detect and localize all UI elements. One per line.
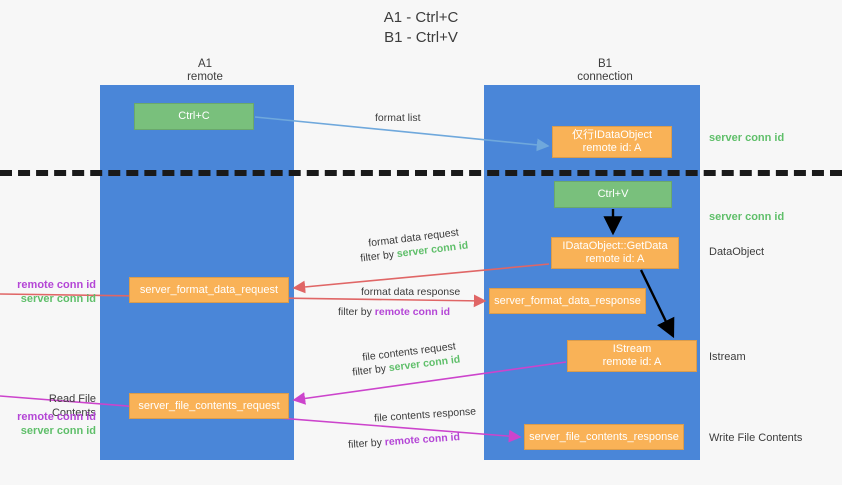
side-label-conn-ids-lower: remote conn id server conn id [8, 410, 96, 438]
node-idataobject-line1: 仅行IDataObject [571, 129, 653, 141]
edge-label-format-data-response-filter: filter by remote conn id [338, 305, 450, 319]
side-label-server-conn-id-2: server conn id [20, 425, 96, 437]
filter-prefix: filter by [351, 362, 390, 379]
filter-prefix: filter by [347, 436, 386, 451]
node-istream[interactable]: IStream remote id: A [567, 340, 697, 372]
side-label-istream: Istream [709, 351, 746, 363]
side-label-server-conn-id-1: server conn id [20, 293, 96, 305]
node-server-format-data-request-label: server_format_data_request [139, 283, 279, 296]
side-label-server-conn-id-mid: server conn id [709, 211, 785, 223]
column-b1-role: connection [577, 71, 633, 83]
node-istream-line1: IStream [612, 343, 652, 355]
edge-label-file-contents-response-filter: filter by remote conn id [348, 430, 461, 452]
node-idataobject-line2: remote id: A [582, 142, 642, 154]
phase-divider [0, 170, 842, 176]
side-label-remote-conn-id-1: remote conn id [17, 279, 96, 291]
side-label-dataobject: DataObject [709, 246, 765, 258]
side-label-read-file-contents: Read File Contents [48, 393, 96, 419]
column-a1-role: remote [187, 71, 223, 83]
side-label-write-file-contents: Write File Contents [709, 432, 803, 444]
edge-label-format-list: format list [375, 112, 421, 124]
node-server-file-contents-response[interactable]: server_file_contents_response [524, 424, 684, 450]
column-header-a1: A1 remote [120, 58, 290, 84]
filter-prefix: filter by [338, 306, 375, 318]
column-b1-name: B1 [597, 58, 613, 70]
node-server-file-contents-request-label: server_file_contents_request [138, 399, 280, 412]
side-label-conn-ids-upper: remote conn id server conn id [8, 278, 96, 306]
title-line-2: B1 - Ctrl+V [384, 29, 458, 46]
node-getdata-line1: IDataObject::GetData [562, 240, 668, 252]
node-server-format-data-response[interactable]: server_format_data_response [489, 288, 646, 314]
side-label-remote-conn-id-2: remote conn id [17, 411, 96, 423]
node-ctrl-v-label: Ctrl+V [597, 188, 629, 200]
node-idataobject-getdata[interactable]: IDataObject::GetData remote id: A [551, 237, 679, 269]
node-server-file-contents-response-label: server_file_contents_response [529, 430, 679, 443]
node-idataobject[interactable]: 仅行IDataObject remote id: A [552, 126, 672, 158]
edge-label-format-data-response: format data response [361, 286, 461, 298]
node-server-file-contents-request[interactable]: server_file_contents_request [129, 393, 289, 419]
side-label-server-conn-id-top: server conn id [709, 132, 785, 144]
node-getdata-line2: remote id: A [585, 253, 645, 265]
title-line-1: A1 - Ctrl+C [383, 9, 459, 26]
node-ctrl-c-label: Ctrl+C [178, 110, 210, 122]
filter-prefix: filter by [359, 248, 398, 265]
node-ctrl-v[interactable]: Ctrl+V [554, 181, 672, 208]
node-server-format-data-request[interactable]: server_format_data_request [129, 277, 289, 303]
filter-value-remote-conn-id: remote conn id [374, 306, 451, 318]
node-server-format-data-response-label: server_format_data_response [494, 294, 641, 307]
edge-label-file-contents-response: file contents response [373, 405, 477, 425]
node-ctrl-c[interactable]: Ctrl+C [134, 103, 254, 130]
page-title: A1 - Ctrl+C B1 - Ctrl+V [0, 8, 842, 48]
column-header-b1: B1 connection [520, 58, 690, 84]
column-a1-name: A1 [197, 58, 213, 70]
node-istream-line2: remote id: A [602, 356, 662, 368]
filter-value-remote-conn-id: remote conn id [384, 431, 461, 449]
